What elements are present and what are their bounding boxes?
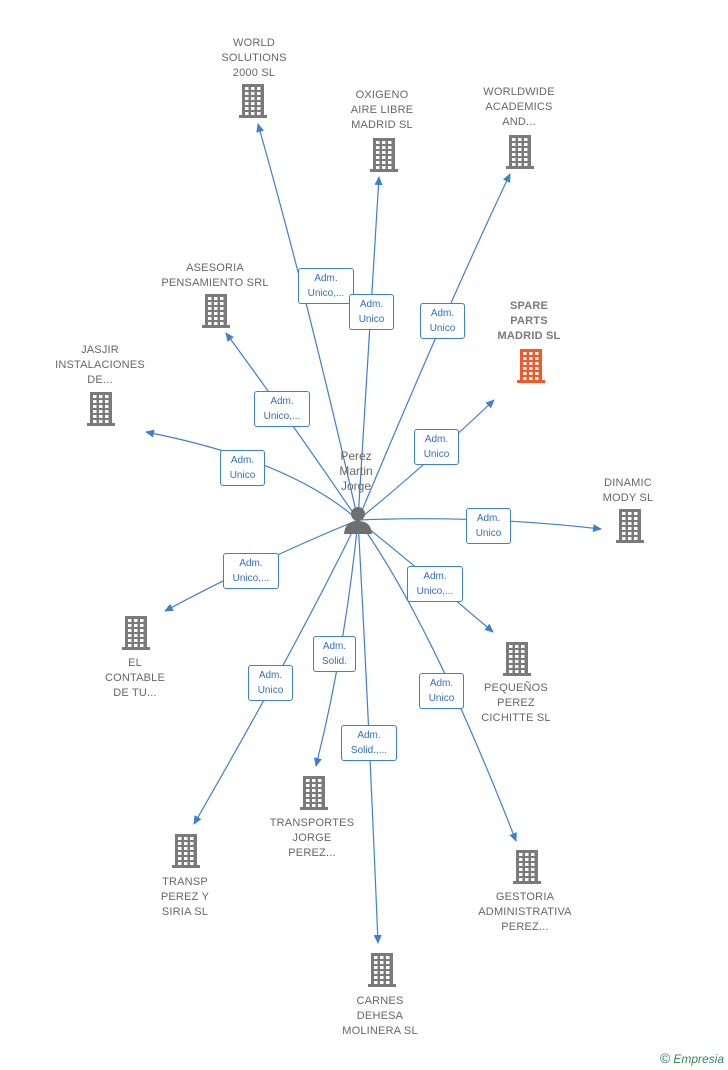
building-icon-carnes[interactable] (368, 953, 396, 987)
brand-footer: ©Empresia (660, 1050, 724, 1066)
building-icon-jasjir[interactable] (87, 392, 115, 426)
building-icon-transportes[interactable] (300, 776, 328, 810)
company-label-worldwide[interactable]: WORLDWIDE ACADEMICS AND... (483, 86, 555, 128)
edge-jasjir (145, 429, 359, 521)
building-icon-spare[interactable] (517, 349, 545, 383)
company-label-asesoria[interactable]: ASESORIA PENSAMIENTO SRL (161, 262, 269, 289)
building-icon-oxigeno[interactable] (370, 138, 398, 172)
edge-role-label-carnes[interactable]: Adm. Solid.,... (341, 725, 397, 761)
building-icon-transp[interactable] (172, 834, 200, 868)
edge-world (256, 123, 359, 521)
company-label-gestoria[interactable]: GESTORIA ADMINISTRATIVA PEREZ... (478, 891, 572, 933)
company-label-pequenos[interactable]: PEQUEÑOS PEREZ CICHITTE SL (481, 682, 551, 724)
company-label-dinamic[interactable]: DINAMIC MODY SL (602, 477, 654, 504)
company-label-jasjir[interactable]: JASJIR INSTALACIONES DE... (55, 344, 145, 386)
edge-role-label-asesoria[interactable]: Adm. Unico,... (254, 391, 310, 427)
building-icon-pequenos[interactable] (503, 642, 531, 676)
company-label-transp[interactable]: TRANSP PEREZ Y SIRIA SL (160, 876, 210, 918)
edge-role-label-contable[interactable]: Adm. Unico,... (223, 553, 279, 589)
edge-role-label-oxigeno[interactable]: Adm. Unico (349, 294, 394, 330)
edge-role-label-dinamic[interactable]: Adm. Unico (466, 508, 511, 544)
building-icon-world[interactable] (239, 84, 267, 118)
edge-role-label-jasjir[interactable]: Adm. Unico (220, 450, 265, 486)
edge-role-label-world[interactable]: Adm. Unico,... (298, 268, 354, 304)
company-label-transportes[interactable]: TRANSPORTES JORGE PEREZ... (269, 817, 355, 859)
company-label-carnes[interactable]: CARNES DEHESA MOLINERA SL (342, 995, 418, 1037)
building-icon-asesoria[interactable] (202, 294, 230, 328)
edge-role-label-worldwide[interactable]: Adm. Unico (420, 303, 465, 339)
building-icon-worldwide[interactable] (506, 135, 534, 169)
center-person-label[interactable]: Perez Martin Jorge (339, 449, 373, 493)
building-icon-contable[interactable] (122, 616, 150, 650)
company-label-contable[interactable]: EL CONTABLE DE TU... (104, 657, 166, 699)
company-label-spare[interactable]: SPARE PARTS MADRID SL (497, 300, 561, 342)
edge-oxigeno (357, 176, 383, 521)
edge-gestoria (357, 519, 517, 842)
person-icon[interactable] (344, 507, 372, 534)
copyright-symbol: © (659, 1050, 671, 1066)
building-icon-dinamic[interactable] (616, 509, 644, 543)
edge-role-label-pequenos[interactable]: Adm. Unico,... (407, 566, 463, 602)
edge-carnes (357, 519, 382, 944)
building-icon-gestoria[interactable] (513, 850, 541, 884)
edge-role-label-spare[interactable]: Adm. Unico (414, 429, 459, 465)
edge-transp (193, 519, 359, 825)
edge-role-label-transp[interactable]: Adm. Unico (248, 665, 293, 701)
company-label-world[interactable]: WORLD SOLUTIONS 2000 SL (221, 37, 287, 79)
company-label-oxigeno[interactable]: OXIGENO AIRE LIBRE MADRID SL (350, 89, 414, 131)
edge-spare (357, 399, 495, 521)
edge-role-label-gestoria[interactable]: Adm. Unico (419, 673, 464, 709)
edge-role-label-transportes[interactable]: Adm. Solid. (313, 636, 356, 672)
brand-name[interactable]: Empresia (673, 1052, 724, 1066)
